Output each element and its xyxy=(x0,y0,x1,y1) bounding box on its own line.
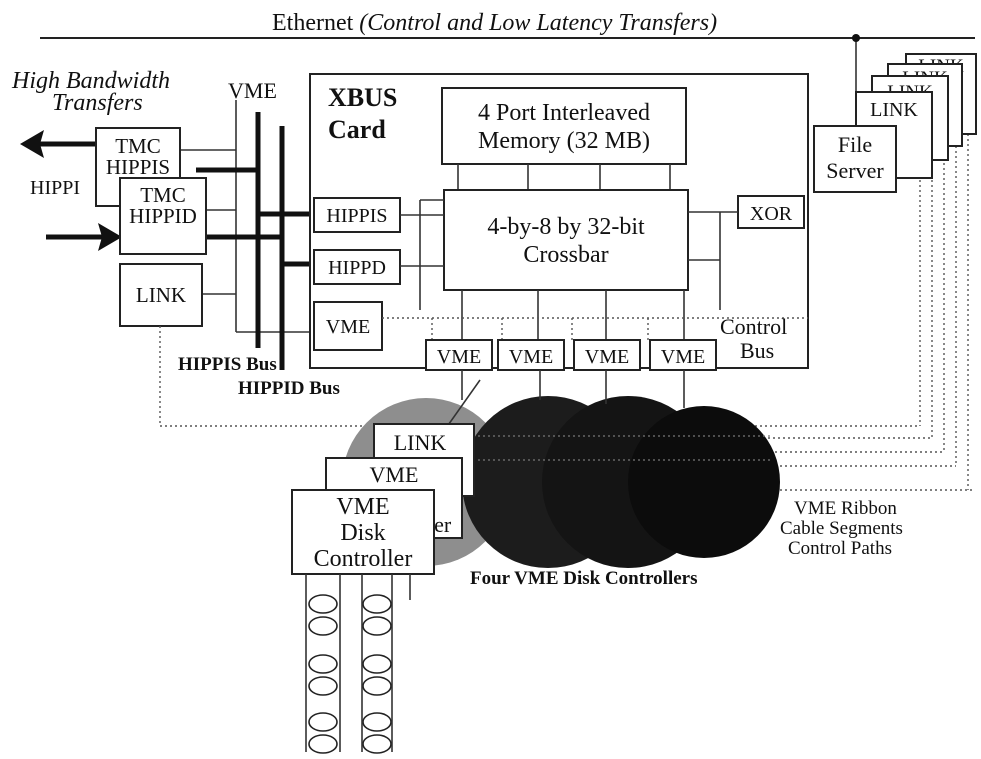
file-server-box xyxy=(813,125,897,193)
disk-drive-icon xyxy=(362,594,392,614)
svg-text:Disk: Disk xyxy=(340,520,385,546)
svg-text:4-by-8 by 32-bit: 4-by-8 by 32-bit xyxy=(487,214,645,240)
bus-label: Bus xyxy=(740,338,774,363)
svg-text:LINK: LINK xyxy=(136,283,186,307)
high-bandwidth-label: High Bandwidth xyxy=(11,68,170,94)
svg-text:Crossbar: Crossbar xyxy=(523,242,608,268)
ribbon-label-1: VME Ribbon xyxy=(794,498,897,519)
crossbar-box xyxy=(443,189,689,291)
svg-text:Memory (32 MB): Memory (32 MB) xyxy=(478,128,650,154)
disk-drive-icon xyxy=(362,734,392,754)
svg-text:VME: VME xyxy=(585,346,629,368)
disk-drive-icon xyxy=(308,594,338,614)
vme-port-2 xyxy=(497,339,565,371)
svg-text:TMC: TMC xyxy=(115,134,161,158)
disk-drive-icon xyxy=(362,616,392,636)
hippd-port xyxy=(313,249,401,285)
transfers-label: Transfers xyxy=(52,90,143,116)
svg-text:TMC: TMC xyxy=(140,183,186,207)
ethernet-label: Ethernet (Control and Low Latency Transf… xyxy=(272,10,717,36)
disk-drive-icon xyxy=(362,654,392,674)
xor-box xyxy=(737,195,805,229)
disk-drive-icon xyxy=(362,712,392,732)
hippi-side-label: HIPPI xyxy=(30,177,80,199)
svg-text:VME: VME xyxy=(336,494,389,520)
svg-text:HIPPIS: HIPPIS xyxy=(106,155,170,179)
disk-drive-icon xyxy=(362,676,392,696)
svg-text:Controller: Controller xyxy=(314,546,413,572)
card-title: Card xyxy=(328,115,386,144)
vme-port-3 xyxy=(573,339,641,371)
svg-text:VME: VME xyxy=(437,346,481,368)
vme-port-1 xyxy=(425,339,493,371)
disk-drive-icon xyxy=(308,654,338,674)
svg-text:File: File xyxy=(838,132,872,157)
disk-string-left xyxy=(308,594,338,754)
svg-text:LINK: LINK xyxy=(870,99,918,121)
svg-text:HIPPID: HIPPID xyxy=(129,204,197,228)
disk-string-right xyxy=(362,594,392,754)
svg-text:VME: VME xyxy=(326,316,370,338)
memory-box xyxy=(441,87,687,165)
vme-port-4 xyxy=(649,339,717,371)
svg-text:VME: VME xyxy=(370,462,419,487)
disk-drive-icon xyxy=(308,616,338,636)
hippid-bus-label: HIPPID Bus xyxy=(238,378,340,399)
link-left-box xyxy=(119,263,203,327)
svg-text:HIPPIS: HIPPIS xyxy=(326,205,387,227)
hippis-bus-label: HIPPIS Bus xyxy=(178,354,277,375)
svg-text:XOR: XOR xyxy=(750,203,793,225)
xbus-title: XBUS xyxy=(328,83,397,112)
svg-text:Server: Server xyxy=(826,158,884,183)
vme-port xyxy=(313,301,383,351)
disk-drive-icon xyxy=(308,676,338,696)
svg-text:VME: VME xyxy=(661,346,705,368)
svg-text:HIPPD: HIPPD xyxy=(328,257,386,279)
hippis-port xyxy=(313,197,401,233)
svg-text:LINK: LINK xyxy=(394,430,447,455)
tmc-hippid-box xyxy=(119,177,207,255)
vme-top-label: VME xyxy=(228,78,277,103)
disk-drive-icon xyxy=(308,734,338,754)
four-vme-label: Four VME Disk Controllers xyxy=(470,568,697,589)
svg-text:4 Port Interleaved: 4 Port Interleaved xyxy=(478,100,650,126)
ribbon-label-3: Control Paths xyxy=(788,538,892,559)
vme-disk-controller xyxy=(291,489,435,575)
svg-text:VME: VME xyxy=(509,346,553,368)
disk-controller-dark-3 xyxy=(628,406,780,558)
ribbon-label-2: Cable Segments xyxy=(780,518,903,539)
disk-drive-icon xyxy=(308,712,338,732)
